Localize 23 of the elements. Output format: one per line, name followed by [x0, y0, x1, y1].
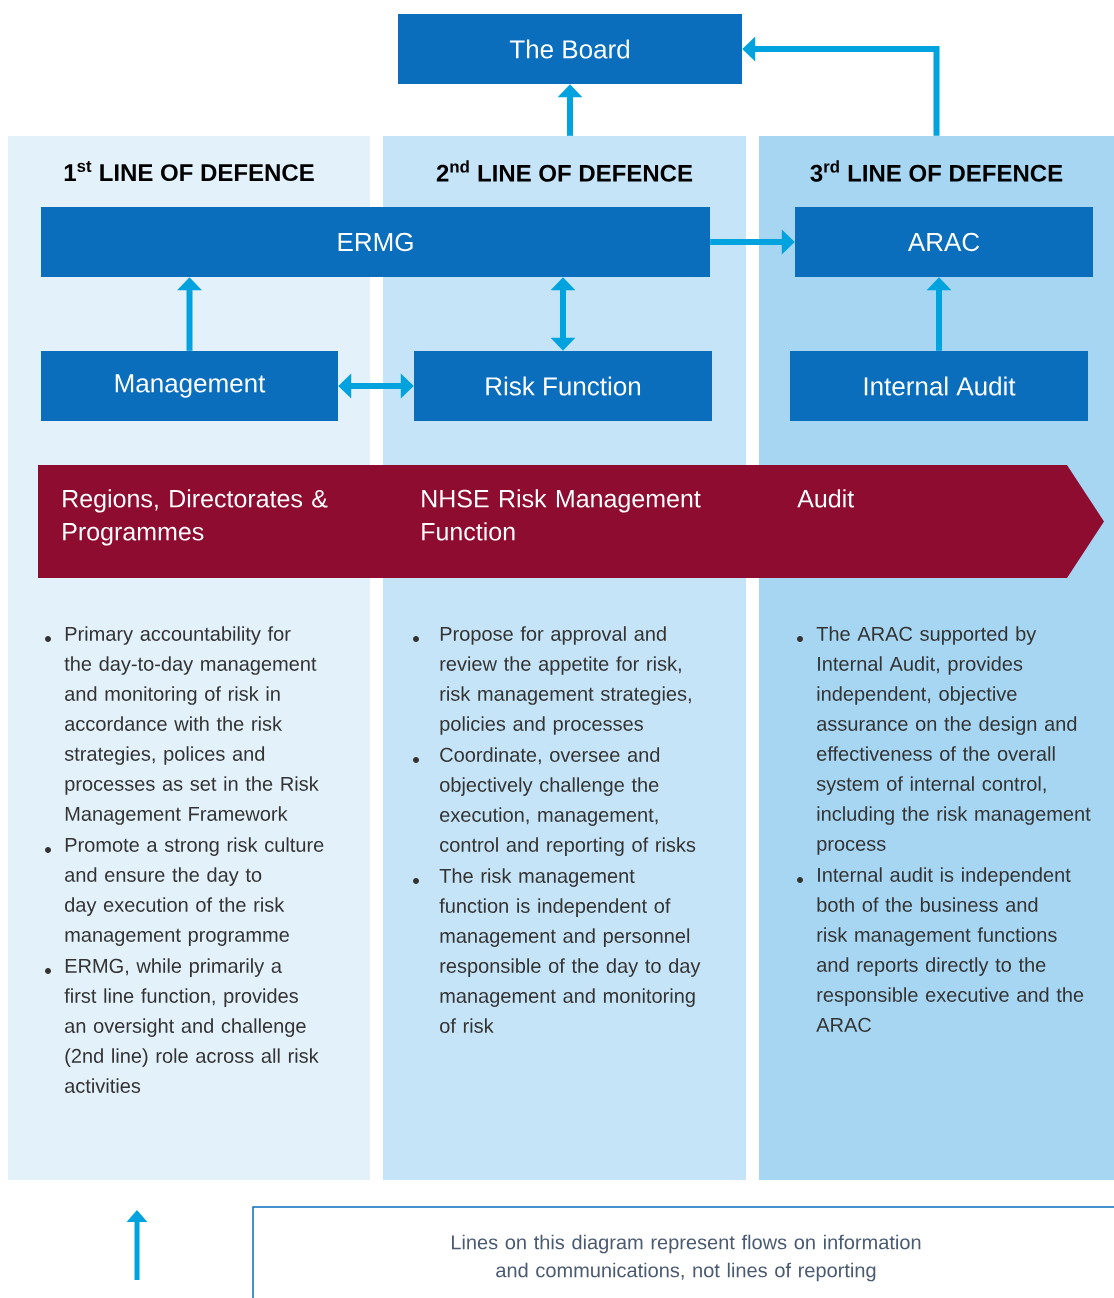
bullet-text: The risk management function is independent of management and personnel responsible of the day to day management and monitoring of risk — [439, 868, 701, 1033]
process-box: Risk Function — [414, 351, 712, 421]
process-box: Management — [41, 351, 338, 421]
process-box: ERMG — [41, 207, 710, 277]
column-heading: 1$^{st}$ LINE OF DEFENCE — [64, 160, 314, 182]
band-label: NHSE Risk Management Function — [422, 489, 701, 541]
arrow — [550, 277, 576, 351]
process-box: The Board — [398, 14, 742, 84]
bullet-text: ERMG, while primarily a first line function, provides an oversight and challenge (2nd line) role across all risk activities — [64, 958, 319, 1093]
band-label: Regions, Directorates & Programmes — [63, 489, 328, 546]
arrow — [338, 373, 414, 399]
process-box: ARAC — [795, 207, 1093, 277]
process-box: Internal Audit — [790, 351, 1088, 421]
band-label: Audit — [797, 489, 854, 508]
bullet-text: Coordinate, oversee and objectively challenge the execution, management, control and reporting of risks — [440, 747, 696, 856]
column-heading: 3$^{rd}$ LINE OF DEFENCE — [810, 160, 1063, 182]
bullet-text: The ARAC supported by Internal Audit, provides independent, objective assurance on the design and effectiveness of the overall system of internal control, including the risk management process — [816, 626, 1091, 855]
column-heading: 2$^{nd}$ LINE OF DEFENCE — [436, 160, 693, 182]
bullet-text: Promote a strong risk culture and ensure the day to day execution of the risk management programme — [65, 837, 324, 946]
bullet-text: Primary accountability for the day-to-day management and monitoring of risk in accordance with the risk strategies, polices and processes as set in the Risk Management Framework — [64, 626, 319, 825]
legend-text: Lines on this diagram represent flows on information and communications, not lines of reporting — [452, 1234, 921, 1282]
bullet-text: Internal audit is independent both of the business and risk management functions and reports directly to the responsible executive and the ARAC — [816, 867, 1084, 1032]
bullet-text: Propose for approval and review the appetite for risk, risk management strategies, policies and processes — [440, 626, 691, 735]
